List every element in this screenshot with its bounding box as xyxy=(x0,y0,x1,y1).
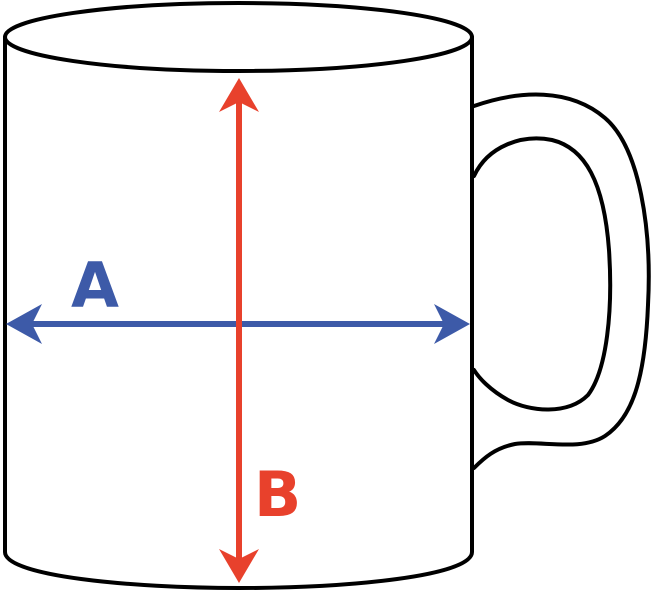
height-arrow-head-bottom xyxy=(219,549,259,583)
width-label: A xyxy=(71,249,119,322)
width-arrow-head-left xyxy=(6,304,42,344)
height-label: B xyxy=(254,458,301,531)
handle-inner xyxy=(472,136,613,412)
height-arrow-head-top xyxy=(219,78,259,112)
mug-body xyxy=(3,35,474,590)
width-arrow-head-right xyxy=(434,304,470,344)
handle-outer xyxy=(472,92,651,470)
height-arrow xyxy=(219,78,259,583)
mug-rim xyxy=(3,1,474,73)
mug-outline xyxy=(3,1,651,590)
